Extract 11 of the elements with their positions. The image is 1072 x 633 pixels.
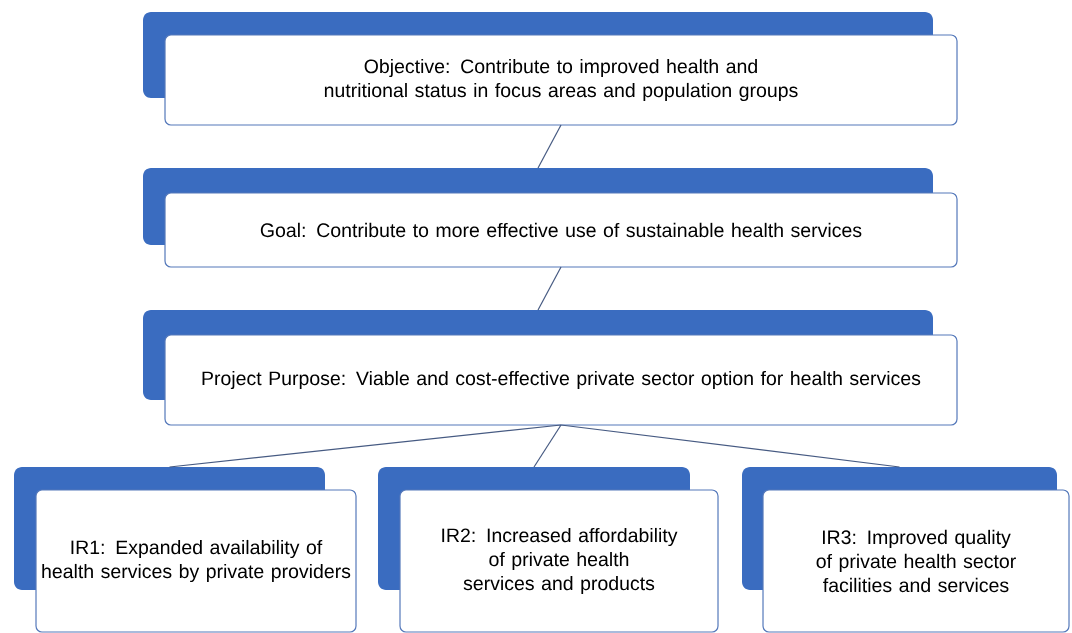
connector-line <box>537 266 562 311</box>
process-box: IR3: Improved quality of private health sector facilities and services <box>742 467 1070 633</box>
connector-line <box>537 124 562 169</box>
connector-line <box>533 424 562 468</box>
process-box: Goal: Contribute to more effective use of sustainable health services <box>143 168 958 268</box>
connector-line <box>168 424 562 468</box>
process-box: IR1: Expanded availability of health services by private providers <box>14 467 357 633</box>
process-box: Project Purpose: Viable and cost-effective private sector option for health services <box>143 310 958 426</box>
connector-line <box>560 424 901 468</box>
process-box: Objective: Contribute to improved health and nutritional status in focus areas and population groups <box>143 12 958 126</box>
process-box: IR2: Increased affordability of private health services and products <box>378 467 719 633</box>
